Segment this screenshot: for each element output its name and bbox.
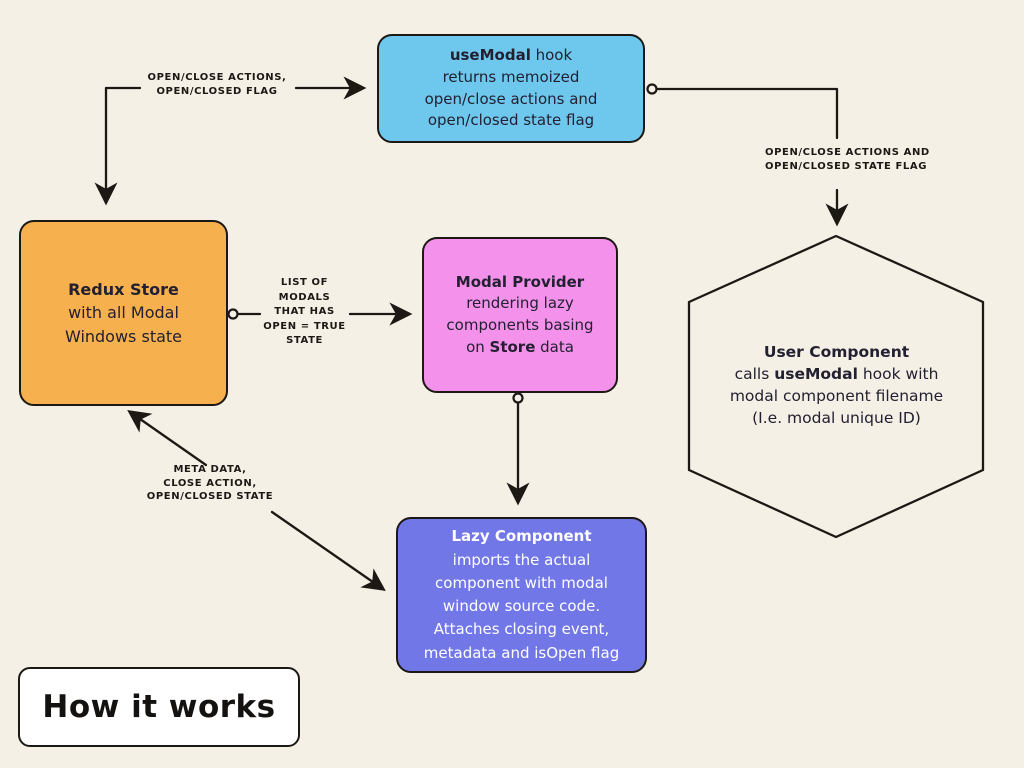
- node-user-component-text: User Component calls useModal hook with …: [696, 341, 977, 429]
- node-redux-body: with all Modal Windows state: [64, 303, 183, 346]
- connector-origin-dot-usemodal: [646, 83, 658, 95]
- edge-label-list-of-modals: LIST OF MODALS THAT HAS OPEN = TRUE STAT…: [263, 277, 346, 346]
- connector-lazy-to-redux-upper: [127, 410, 208, 467]
- node-user-body: calls useModal hook with modal component…: [729, 365, 944, 427]
- connector-lazy-to-redux-lower: [270, 510, 386, 591]
- connector-usemodal-to-redux-down: [94, 86, 142, 206]
- node-modal-provider: Modal Provider rendering lazy components…: [422, 237, 618, 393]
- connector-origin-dot-redux: [227, 308, 239, 320]
- diagram-title: How it works: [42, 689, 276, 725]
- node-usemodal-body: returns memoized open/close actions and …: [424, 67, 598, 130]
- node-redux-store: Redux Store with all Modal Windows state: [19, 220, 228, 406]
- node-user-component-hexagon: [687, 234, 985, 539]
- node-provider-body: rendering lazy components basing on Stor…: [446, 294, 594, 356]
- node-usemodal-title: useModal hook: [449, 46, 573, 64]
- node-redux-title: Redux Store: [68, 280, 179, 300]
- edge-label-meta-data: META DATA, CLOSE ACTION, OPEN/CLOSED STA…: [146, 464, 274, 502]
- edge-label-open-close-actions-state-flag: OPEN/CLOSE ACTIONS AND OPEN/CLOSED STATE…: [765, 147, 930, 172]
- node-lazy-body: imports the actual component with modal …: [423, 550, 620, 662]
- node-provider-title: Modal Provider: [455, 272, 585, 291]
- node-usemodal-hook: useModal hook returns memoized open/clos…: [377, 34, 645, 143]
- connector-origin-dot-provider: [512, 392, 524, 404]
- node-lazy-title: Lazy Component: [451, 527, 592, 546]
- node-lazy-component: Lazy Component imports the actual compon…: [396, 517, 647, 673]
- connector-usemodal-to-user-top: [656, 87, 839, 140]
- edge-label-open-close-actions-flag: OPEN/CLOSE ACTIONS, OPEN/CLOSED FLAG: [147, 72, 287, 97]
- node-user-title: User Component: [763, 343, 910, 361]
- diagram-title-box: How it works: [18, 667, 300, 747]
